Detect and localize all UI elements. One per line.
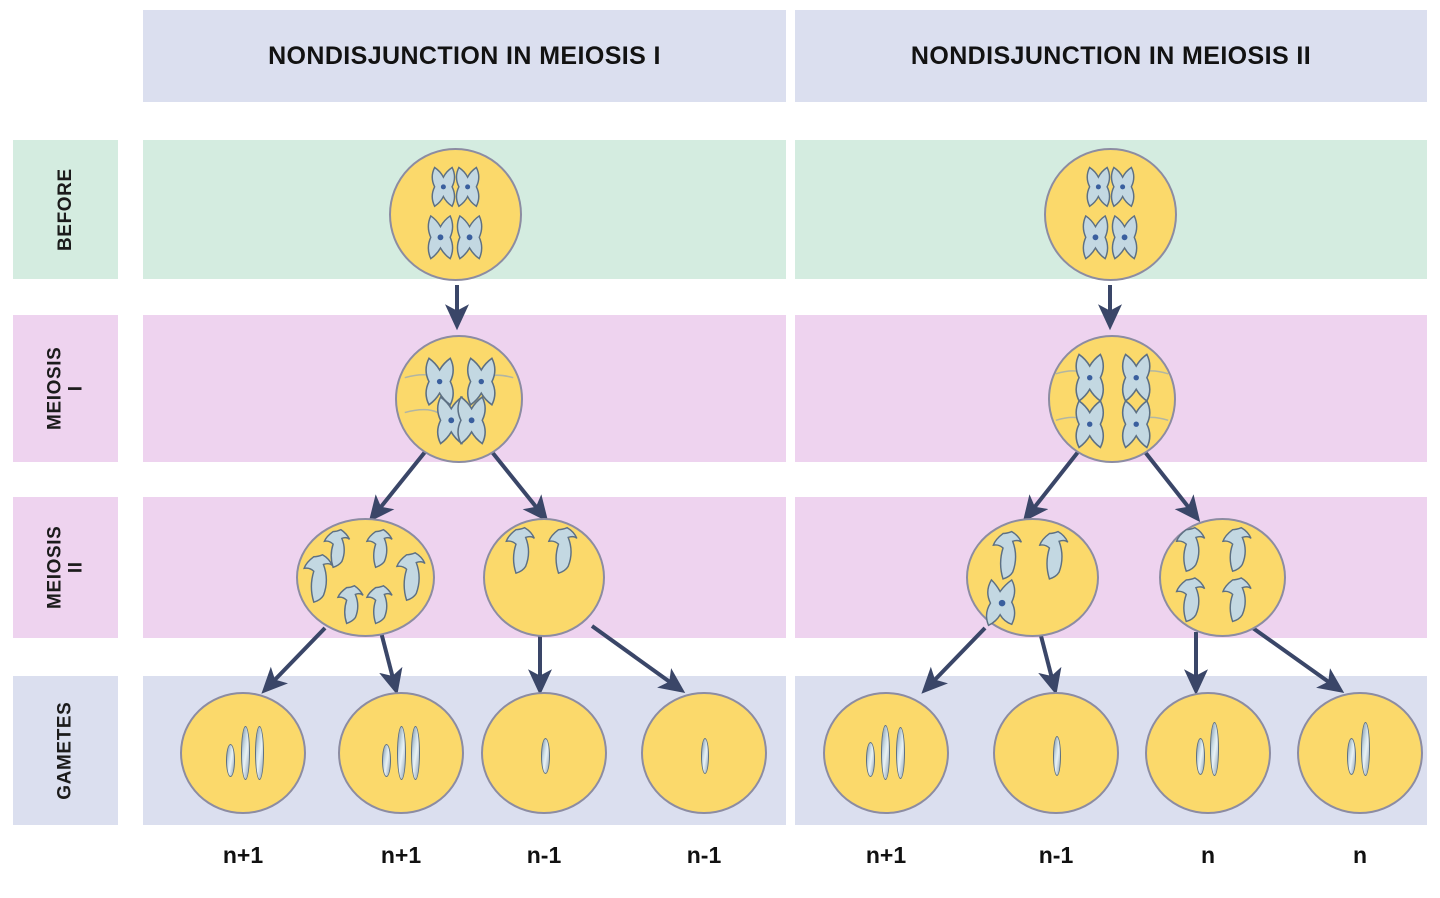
chromosome-bar [255, 726, 264, 780]
row-band-meiosis-ii-label [13, 497, 118, 638]
chromosome-y [323, 528, 351, 569]
gamete-cell-left-1 [180, 692, 306, 814]
chromosome-y [505, 526, 536, 575]
row-band-before-label [13, 140, 118, 279]
header-label-meiosis-ii: NONDISJUNCTION IN MEIOSIS II [910, 41, 1312, 70]
header-title-meiosis-i: NONDISJUNCTION IN MEIOSIS I [143, 10, 786, 102]
gamete-cell-left-3 [481, 692, 607, 814]
row-band-meiosis-ii-right [795, 497, 1427, 638]
chromosome-group-m2-right-2 [1175, 526, 1252, 623]
chromosome-group-m2-right-1 [985, 530, 1069, 627]
chromosome-bar [411, 726, 420, 780]
chromosome-y [336, 584, 364, 625]
chromosome-bar [896, 727, 905, 779]
row-label-meiosis-ii: MEIOSIS II [13, 497, 118, 638]
row-label-meiosis-ii-line2: II [65, 561, 87, 574]
chromosome-group-m2-left-2 [505, 526, 578, 575]
row-label-gametes: GAMETES [13, 676, 118, 825]
chromosome-group-before-right [1082, 166, 1138, 260]
chromosome-bar [1196, 738, 1205, 775]
chromosome-y [1221, 577, 1252, 623]
ploidy-label-left-4: n-1 [686, 842, 722, 868]
gamete-cell-left-2 [338, 692, 464, 814]
meiosis-i-cell-left [395, 335, 523, 463]
row-label-meiosis-ii-line1: MEIOSIS [44, 525, 66, 610]
meiosis-ii-cell-left-2 [483, 518, 605, 637]
header-band-right [795, 10, 1427, 102]
chromosome-group-m2-left-1 [303, 528, 426, 625]
meiosis-i-cell-right [1048, 335, 1176, 463]
chromosome-bar [881, 725, 890, 780]
chromosome-bar [701, 738, 709, 774]
ploidy-label-right-1: n+1 [865, 842, 907, 868]
chromosome-bar [241, 726, 250, 780]
row-label-before: BEFORE [13, 140, 118, 279]
row-band-meiosis-i-label [13, 315, 118, 462]
chromosome-bar [397, 726, 406, 780]
chromosome-y [992, 530, 1023, 580]
chromosome-bar [226, 744, 235, 777]
row-band-gametes-label [13, 676, 118, 825]
spindle-fiber [404, 408, 439, 414]
row-label-meiosis-i-line1: MEIOSIS [44, 346, 66, 431]
row-label-meiosis-i-line2: I [65, 385, 87, 392]
chromosome-bar [866, 742, 875, 777]
meiosis-ii-cell-right-1 [966, 518, 1099, 637]
chromosome-y [1038, 530, 1069, 580]
chromosome-y [365, 584, 393, 625]
chromosome-bar [541, 738, 550, 774]
meiosis-ii-cell-right-2 [1159, 518, 1286, 637]
row-label-before-text: BEFORE [54, 168, 76, 251]
chromosome-bar [1210, 722, 1219, 776]
ploidy-label-left-2: n+1 [380, 842, 422, 868]
ploidy-label-right-3: n [1200, 842, 1216, 868]
row-label-meiosis-i: MEIOSIS I [13, 315, 118, 462]
before-cell-right [1044, 148, 1177, 281]
chromosome-group-meiosis-i-right [1055, 353, 1169, 449]
ploidy-label-right-2: n-1 [1038, 842, 1074, 868]
chromosome-bar [382, 744, 391, 777]
chromosome-y [395, 552, 426, 602]
chromosome-bar [1347, 738, 1356, 775]
chromosome-y [547, 526, 578, 575]
chromosome-y [1221, 526, 1252, 573]
chromosome-bar [1053, 736, 1061, 776]
chromosome-y [1175, 526, 1206, 573]
gamete-cell-right-3 [1145, 692, 1271, 814]
ploidy-label-left-1: n+1 [222, 842, 264, 868]
ploidy-label-left-3: n-1 [526, 842, 562, 868]
chromosome-y [303, 553, 333, 604]
header-label-meiosis-i: NONDISJUNCTION IN MEIOSIS I [268, 41, 661, 70]
gamete-cell-right-4 [1297, 692, 1423, 814]
chromosome-y [365, 528, 393, 569]
chromosome-bar [1361, 722, 1370, 776]
ploidy-label-right-4: n [1352, 842, 1368, 868]
row-label-gametes-text: GAMETES [54, 701, 76, 800]
gamete-cell-left-4 [641, 692, 767, 814]
gamete-cell-right-2 [993, 692, 1119, 814]
chromosome-group-before-left [427, 166, 483, 260]
chromosome-group-meiosis-i-left [404, 357, 514, 445]
chromosome-y [1175, 577, 1206, 623]
header-title-meiosis-ii: NONDISJUNCTION IN MEIOSIS II [795, 10, 1427, 102]
header-band-left [143, 10, 786, 102]
gamete-cell-right-1 [823, 692, 949, 814]
before-cell-left [389, 148, 522, 281]
row-band-meiosis-ii-left [143, 497, 786, 638]
meiosis-ii-cell-left-1 [296, 518, 435, 637]
